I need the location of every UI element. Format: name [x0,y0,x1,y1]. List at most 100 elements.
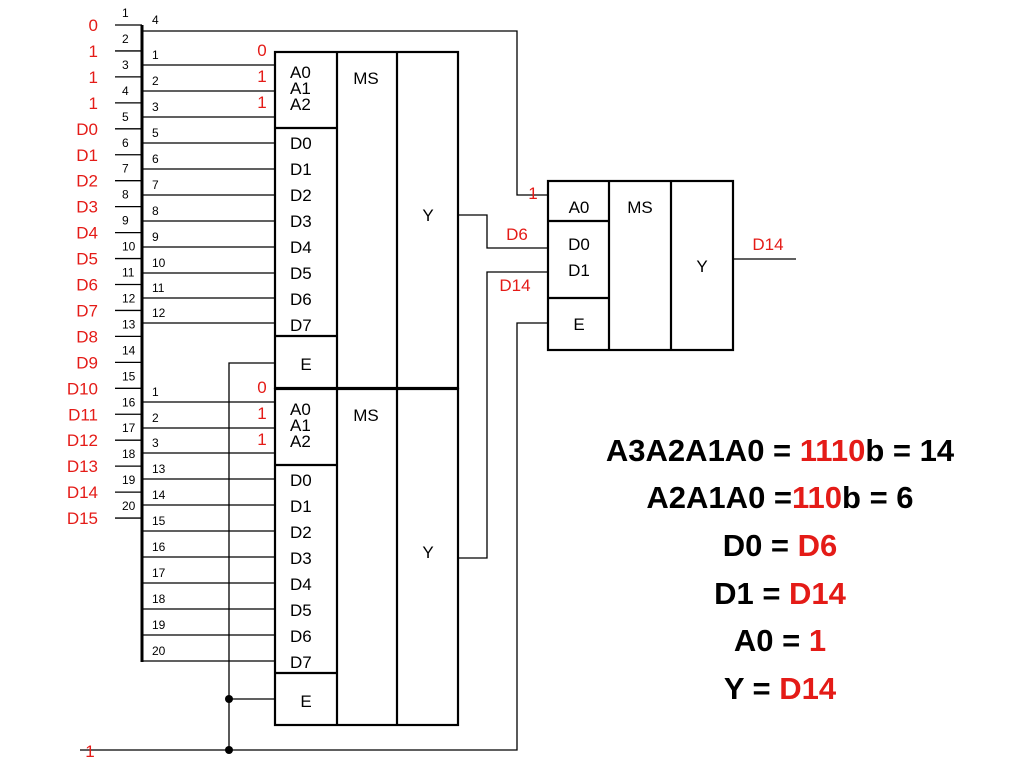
equation-line: A2A1A0 =110b = 6 [646,480,913,515]
output-value: D14 [752,235,783,254]
signal-label: 1 [89,42,98,61]
address-input-label: A0 [569,198,590,217]
equation-line: A3A2A1A0 = 1110b = 14 [606,433,955,468]
data-input-label: D3 [290,549,312,568]
labels: 12356789101112412313141516171819201D6D14… [85,13,783,761]
wire-label: 1 [152,48,159,62]
equation-line: Y = D14 [724,671,837,706]
signal-label: D4 [76,224,98,243]
pin-number: 13 [122,317,136,331]
address-value: 1 [257,430,266,449]
wire-label: 20 [152,644,166,658]
pin-number: 3 [122,58,129,72]
address-value: 1 [257,67,266,86]
signal-label: 0 [89,16,98,35]
signal-label: 1 [89,94,98,113]
wire-label: 16 [152,540,166,554]
data-input-label: D0 [568,235,590,254]
data-input-label: D5 [290,264,312,283]
enable-signal-label: 1 [85,742,94,761]
equation-value: 1 [809,623,826,658]
wire-label: 12 [152,306,166,320]
mux-boxes: A00A11A21D0D1D2D3D4D5D6D7EMSYA00A11A21D0… [257,41,735,727]
data-input-label: D2 [290,186,312,205]
wire-label: 11 [152,281,165,295]
wire-label: 19 [152,618,166,632]
signal-label: D3 [76,198,98,217]
wire-label: 3 [152,436,159,450]
signal-label: D13 [67,457,98,476]
wires [80,30,796,754]
equation-value: 1110 [800,433,866,468]
signal-label: D2 [76,172,98,191]
input-value: D6 [506,225,528,244]
wire-label: 2 [152,411,159,425]
equation-line: D0 = D6 [723,528,838,563]
data-input-label: D4 [290,575,312,594]
signal-label: D14 [67,483,98,502]
wire-label: 4 [152,13,159,27]
wire-label: 14 [152,488,166,502]
input-value: D14 [499,276,530,295]
wire-label: 15 [152,514,166,528]
data-input-label: D5 [290,601,312,620]
data-input-label: D2 [290,523,312,542]
junction-dot [225,695,233,703]
connector: 102131415D06D17D28D39D410D511D612D713D81… [67,6,144,662]
wire-label: 9 [152,230,159,244]
wire-label: 1 [152,385,159,399]
wire-label: 3 [152,100,159,114]
equation-text: D1 = [714,576,789,611]
wire-label: 6 [152,152,159,166]
equation-line: A0 = 1 [734,623,826,658]
equation-text: D0 = [723,528,798,563]
signal-label: D12 [67,431,98,450]
pin-number: 1 [122,6,129,20]
mux-title: MS [353,69,379,88]
pin-number: 15 [122,369,136,383]
pin-number: 19 [122,473,136,487]
wire-label: 17 [152,566,166,580]
address-input-label: A1 [290,416,311,435]
pin-number: 6 [122,136,129,150]
signal-label: D11 [68,405,98,424]
wire-mux2-y [458,271,548,559]
wire-enable-bus [228,362,275,750]
equation-text: b = 14 [865,433,955,468]
address-input-label: A0 [290,400,311,419]
output-label: Y [422,206,433,225]
data-input-label: D0 [290,471,312,490]
signal-label: D9 [76,353,98,372]
pin-number: 18 [122,447,136,461]
wire-label: 2 [152,74,159,88]
equation-value: D14 [789,576,847,611]
pin-number: 20 [122,499,136,513]
address-value: 1 [257,404,266,423]
wire-label: 7 [152,178,159,192]
mux2-outline [273,387,460,727]
pin-number: 11 [122,266,135,280]
equation-line: D1 = D14 [714,576,847,611]
mux-title: MS [627,198,653,217]
address-input-label: A0 [290,63,311,82]
data-input-label: D1 [568,261,590,280]
equation-text: A3A2A1A0 = [606,433,800,468]
address-value: 1 [528,184,537,203]
mux-title: MS [353,406,379,425]
wire-a3 [142,30,548,196]
enable-label: E [573,315,584,334]
equation-text: A0 = [734,623,809,658]
wire-mux1-y [458,214,548,249]
data-input-label: D1 [290,497,312,516]
enable-label: E [300,692,311,711]
wire-enable-main [80,322,548,751]
wire-label: 8 [152,204,159,218]
pin-number: 12 [122,291,136,305]
equation-text: b = 6 [842,480,914,515]
output-label: Y [422,543,433,562]
signal-label: D0 [76,120,98,139]
data-input-label: D0 [290,134,312,153]
pin-number: 4 [122,84,129,98]
